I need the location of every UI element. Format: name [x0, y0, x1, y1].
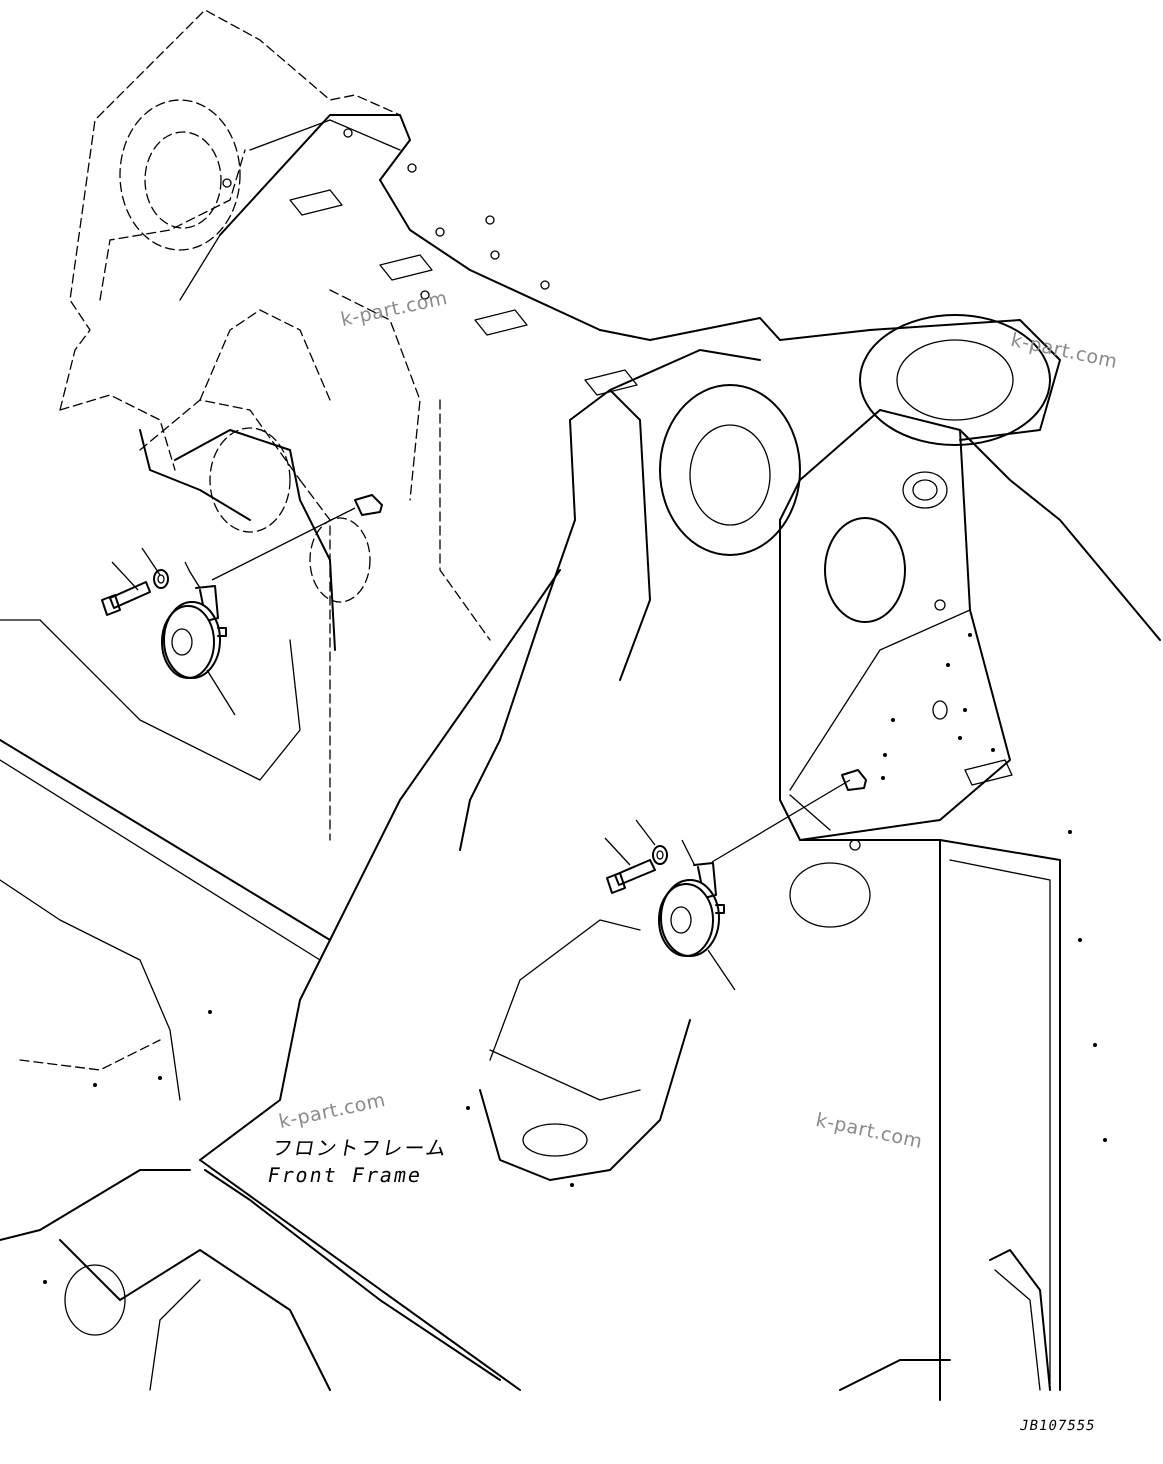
front-frame-label-jp: フロントフレーム [270, 1136, 450, 1160]
bracket-guide-line [184, 561, 201, 589]
mount-bracket [841, 769, 867, 791]
horn-assembly-left [101, 494, 383, 716]
bracket-guide-line [681, 839, 696, 867]
front-frame-label: フロントフレーム Front Frame [265, 1135, 450, 1189]
horn-icon [658, 862, 725, 957]
mount-bracket [354, 494, 383, 516]
bolt-icon [101, 581, 151, 616]
bolt-leader-line [111, 561, 139, 591]
drawing-number: JB107555 [1018, 1418, 1097, 1434]
horn-assembly-right [604, 769, 867, 991]
front-frame-label-en: Front Frame [265, 1163, 425, 1187]
horn-leader-line [206, 669, 236, 716]
front-frame-structure [0, 9, 1161, 1401]
horn-icon [161, 585, 227, 679]
washer-icon [652, 845, 668, 865]
horn-leader-line [707, 949, 736, 991]
bolt-icon [606, 859, 656, 894]
mounting-guide-line [711, 779, 851, 863]
washer-leader-line [635, 819, 656, 846]
mounting-guide-line [211, 507, 356, 581]
washer-icon [153, 569, 169, 589]
bolt-leader-line [604, 837, 631, 866]
